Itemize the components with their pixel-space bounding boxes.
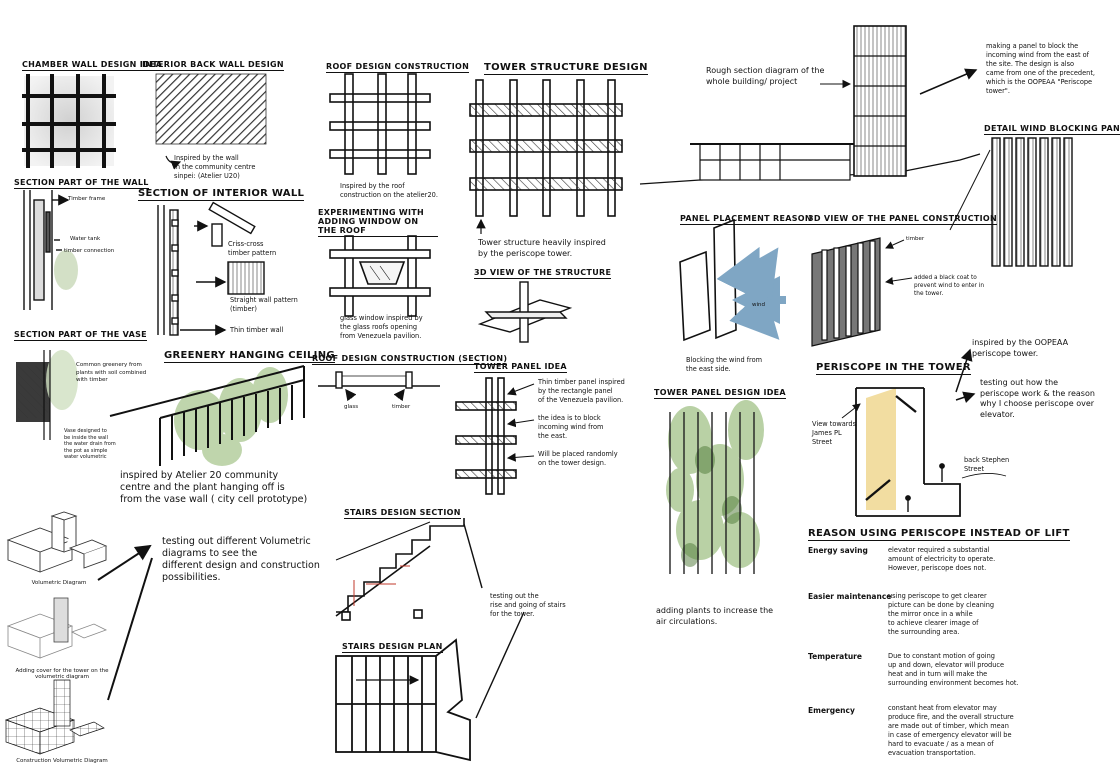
chamber-wall-sketch: [22, 74, 116, 168]
label-wind: wind: [752, 302, 766, 308]
heading-section-vase: Section part of the vase: [14, 330, 147, 341]
wind-arrows: [716, 246, 786, 340]
note-back-stephen: back Stephen Street: [964, 456, 1010, 473]
greenery-panel-sketch: [666, 400, 764, 574]
note-making-panel: making a panel to block the incoming win…: [986, 42, 1096, 95]
reason-key: Easier maintenance: [808, 592, 892, 601]
reason-key: Temperature: [808, 652, 862, 661]
reason-key: Emergency: [808, 706, 855, 715]
note-adding-plants: adding plants to increase the air circul…: [656, 606, 774, 626]
caption-construction-volumetric: Construction Volumetric Diagram: [16, 758, 108, 764]
heading-section-interior-wall: Section of interior wall: [138, 188, 305, 201]
note-rough-section: Rough section diagram of the whole build…: [706, 66, 825, 86]
note-criss-cross: Criss-cross timber pattern: [228, 240, 277, 257]
heading-section-wall: Section part of the wall: [14, 178, 149, 189]
interior-back-wall-sketch: [155, 73, 267, 145]
reason-text: elevator required a substantial amount o…: [888, 546, 996, 572]
heading-roof-section: Roof design construction (section): [312, 354, 508, 365]
roof-section-sketch: [318, 371, 440, 402]
note-tower-inspired: Tower structure heavily inspired by the …: [478, 238, 606, 258]
heading-3d-panel: 3D view of the panel construction: [808, 214, 997, 225]
note-greenery-caption: inspired by Atelier 20 community centre …: [120, 470, 308, 505]
note-interior-back-wall: Inspired by the wall in the community ce…: [174, 154, 256, 180]
heading-chamber-wall: Chamber wall design idea: [22, 60, 163, 71]
roof-construction-sketch: [329, 73, 431, 175]
heading-roof-design: Roof design construction: [326, 62, 470, 73]
note-thin-timber: Thin timber wall: [230, 326, 284, 334]
label-glass: glass: [344, 404, 359, 410]
note-black-coat: added a black coat to prevent wind to en…: [914, 275, 985, 297]
wind-panel-detail-sketch: [991, 137, 1073, 267]
label-timber-roof: timber: [392, 404, 411, 410]
note-straight-pattern: Straight wall pattern (timber): [230, 296, 298, 313]
roof-window-sketch: [329, 235, 431, 317]
reason-text: constant heat from elevator may produce …: [888, 704, 1014, 757]
section-interior-wall-sketch: [157, 201, 265, 336]
heading-stairs-section: Stairs design section: [344, 508, 461, 519]
label-timber-connection: timber connection: [64, 248, 115, 254]
label-timber-panel: timber: [906, 236, 925, 242]
rough-section-sketch: [639, 25, 981, 185]
heading-interior-back-wall: Interior back wall design: [142, 60, 284, 71]
note-inspired-oopeaa: inspired by the OOPEAA periscope tower.: [972, 338, 1069, 358]
note-view-towards: View towards James PL Street: [812, 420, 857, 446]
note-testing-periscope: testing out how the periscope work & the…: [980, 378, 1095, 419]
heading-stairs-plan: Stairs design plan: [342, 642, 443, 653]
panel-3d-sketch: [811, 237, 881, 347]
construction-volumetric-sketch: [4, 679, 105, 755]
note-panel-1: Thin timber panel inspired by the rectan…: [538, 378, 625, 404]
heading-periscope: Periscope in the tower: [816, 362, 971, 375]
tower-panel-sketch: [455, 377, 517, 495]
reason-text: using periscope to get clearer picture c…: [888, 592, 995, 636]
heading-greenery-ceiling: Greenery hanging ceiling: [164, 350, 335, 363]
caption-adding-cover: Adding cover for the tower on the volume…: [15, 668, 109, 680]
note-panel-2: the idea is to block incoming wind from …: [538, 414, 604, 440]
structure-3d-sketch: [477, 281, 573, 343]
section-wall-sketch: [23, 190, 78, 310]
reason-key: Energy saving: [808, 546, 868, 555]
tower-structure-sketch: [469, 79, 623, 217]
heading-panel-placement: Panel placement reason: [680, 214, 812, 225]
note-testing-volumetric: testing out different Volumetric diagram…: [162, 536, 320, 583]
vase-section-sketch: [16, 350, 78, 440]
stairs-section-sketch: [335, 518, 465, 621]
heading-reason-periscope: Reason using periscope instead of lift: [808, 528, 1070, 541]
note-roof-inspired: Inspired by the roof construction on the…: [340, 182, 438, 199]
heading-detail-panel: Detail wind blocking panel: [984, 124, 1120, 135]
panel-placement-sketch: [679, 218, 737, 342]
label-timber-frame: Timber frame: [68, 196, 106, 202]
note-glass-window: glass window inspired by the glass roofs…: [340, 314, 423, 340]
note-panel-3: Will be placed randomly on the tower des…: [538, 450, 618, 467]
caption-volumetric: Volumetric Diagram: [31, 580, 87, 586]
periscope-sketch: [855, 387, 961, 517]
heading-tower-structure: Tower structure design: [484, 62, 648, 75]
stairs-plan-sketch: [335, 638, 471, 762]
heading-tower-panel-idea: Tower panel idea: [474, 362, 567, 373]
reason-text: Due to constant motion of going up and d…: [888, 652, 1019, 687]
note-vase-greenery: Common greenery from plants with soil co…: [76, 362, 147, 383]
heading-3d-structure: 3D view of the structure: [474, 268, 612, 279]
note-vase-side: Vase designed to be inside the wall the …: [64, 428, 116, 460]
note-blocking-wind: Blocking the wind from the east side.: [686, 356, 763, 373]
note-testing-stairs: testing out the rise and going of stairs…: [490, 592, 566, 618]
greenery-ceiling-sketch: [109, 365, 305, 466]
heading-tower-panel-design: Tower panel design idea: [654, 388, 786, 399]
volumetric-diagram-sketch: [6, 511, 108, 573]
volumetric-cover-sketch: [6, 597, 108, 659]
label-water-tank: Water tank: [70, 236, 101, 242]
heading-experimenting-window: Experimenting with adding window on the …: [318, 208, 438, 237]
